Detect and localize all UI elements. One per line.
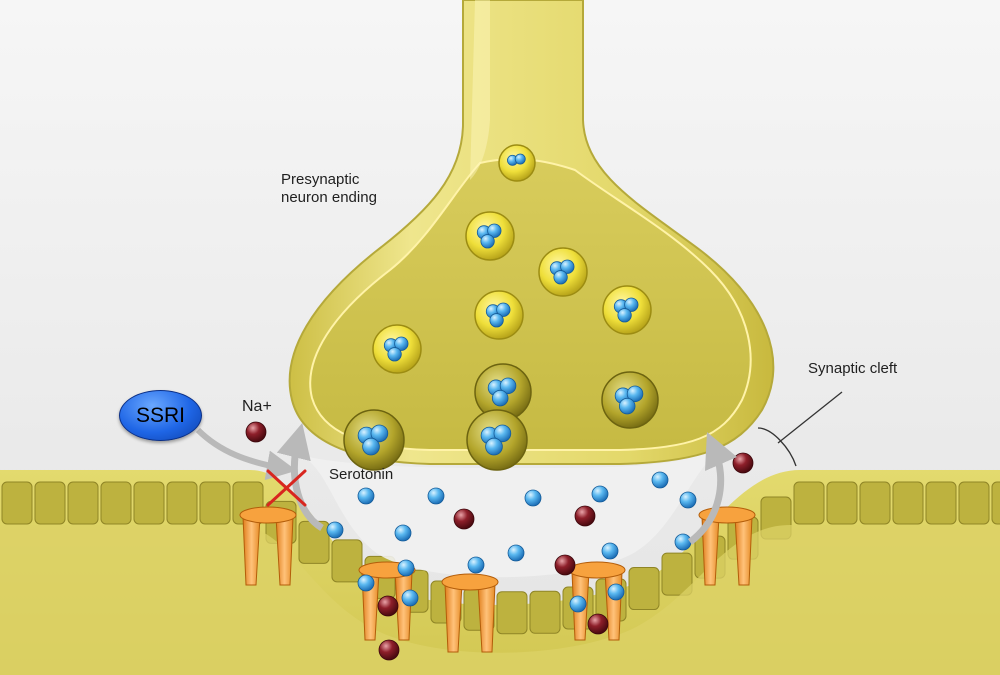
serotonin-molecule-icon [591,485,609,503]
sodium-ion-icon [453,508,475,530]
serotonin-molecule-icon [394,524,412,542]
membrane-cell [925,481,957,525]
serotonin-molecule-icon [560,259,575,274]
membrane-cell [298,520,330,564]
membrane-cell [529,590,561,634]
sodium-ion-icon [732,452,754,474]
serotonin-molecule-icon [485,437,503,456]
serotonin-molecule-icon [493,424,512,443]
serotonin-molecule-icon [524,489,542,507]
serotonin-label: Serotonin [329,466,394,483]
serotonin-molecule-icon [467,556,485,574]
serotonin-molecule-icon [507,544,525,562]
presynaptic-label-line1: Presynaptic [281,171,360,188]
membrane-cell [859,481,891,525]
receptor-channel-icon [239,506,297,586]
serotonin-molecule-icon [370,424,389,443]
ssri-label: SSRI [135,403,185,427]
serotonin-molecule-icon [499,377,517,395]
membrane-cell [991,481,1000,525]
receptor-channel-icon [441,573,499,653]
synaptic-cleft-label: Synaptic cleft [808,360,898,377]
sodium-ion-icon [377,595,399,617]
serotonin-molecule-icon [514,153,526,165]
sodium-ion-icon [587,613,609,635]
serotonin-molecule-icon [397,559,415,577]
membrane-cell [331,539,363,583]
membrane-cell [793,481,825,525]
axon-highlight [470,0,490,180]
sodium-ion-icon [554,554,576,576]
membrane-cell [661,552,693,596]
block-cross-icon [266,469,307,507]
serotonin-molecule-icon [491,389,509,407]
serotonin-molecule-icon [626,385,644,403]
serotonin-molecule-icon [601,542,619,560]
vesicle-icon [601,371,659,429]
sodium-label: Na+ [242,398,272,415]
serotonin-molecule-icon [624,297,639,312]
membrane-cell [34,481,66,525]
membrane-cell [1,481,33,525]
membrane-cell [100,481,132,525]
serotonin-molecule-icon [427,487,445,505]
serotonin-molecule-icon [480,234,495,249]
receptor-channel-icon [698,506,756,586]
sodium-ion-icon [378,639,400,661]
serotonin-molecule-icon [387,347,402,362]
vesicle-icon [343,409,405,471]
serotonin-molecule-icon [362,437,380,456]
serotonin-molecule-icon [553,270,568,285]
serotonin-molecule-icon [357,574,375,592]
vesicle-icon [466,409,528,471]
vesicle-group [343,144,659,471]
serotonin-molecule-icon [401,589,419,607]
serotonin-molecule-icon [357,487,375,505]
serotonin-molecule-icon [651,471,669,489]
ssri-badge: SSRI [119,390,202,441]
ssri-arrow-icon [195,427,297,481]
membrane-cell [166,481,198,525]
membrane-cell [958,481,990,525]
membrane-cell [628,567,660,611]
serotonin-molecule-icon [607,583,625,601]
membrane-cell [133,481,165,525]
serotonin-molecule-icon [679,491,697,509]
sodium-ion-icon [245,421,267,443]
membrane-cell [67,481,99,525]
serotonin-molecule-icon [569,595,587,613]
serotonin-molecule-icon [618,397,636,415]
synaptic-cleft-space [300,445,725,578]
serotonin-molecule-icon [674,533,692,551]
membrane-cell [199,481,231,525]
membrane-cell [892,481,924,525]
vesicle-icon [602,285,652,335]
serotonin-molecule-icon [394,336,409,351]
reuptake-arrow-right-icon [687,431,738,545]
presynaptic-label: Presynaptic neuron ending [281,171,377,207]
sodium-ion-icon [574,505,596,527]
vesicle-icon [498,144,536,182]
serotonin-molecule-icon [617,308,632,323]
serotonin-molecule-icon [489,313,504,328]
serotonin-molecule-icon [326,521,344,539]
vesicle-icon [372,324,422,374]
vesicle-icon [465,211,515,261]
membrane-cell [826,481,858,525]
molecule-group [245,421,754,661]
serotonin-molecule-icon [496,302,511,317]
vesicle-icon [538,247,588,297]
synaptic-cleft-pointer [757,391,843,467]
membrane-cell [496,591,528,635]
serotonin-molecule-icon [487,223,502,238]
presynaptic-label-line2: neuron ending [281,189,377,206]
vesicle-icon [474,290,524,340]
